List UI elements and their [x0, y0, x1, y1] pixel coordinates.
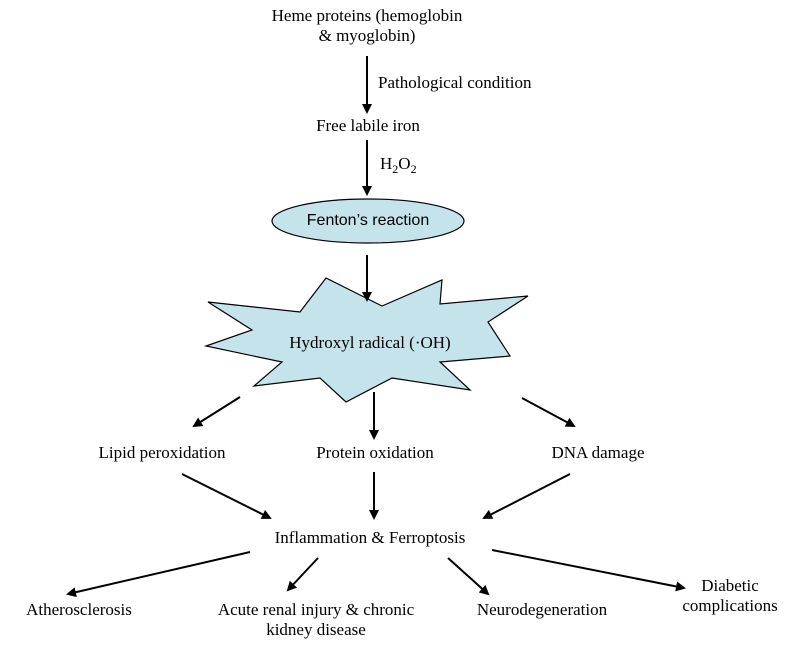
diabetic-complications-label: Diabetic complications [672, 576, 788, 616]
renal-line-2: kidney disease [266, 620, 366, 639]
renal-injury-label: Acute renal injury & chronic kidney dise… [196, 600, 436, 640]
fenton-ellipse [271, 198, 465, 244]
heme-line-1: Heme proteins (hemoglobin [271, 6, 463, 25]
arrow-inflammation-to-diabetic [491, 549, 686, 592]
protein-oxidation-label: Protein oxidation [316, 443, 434, 462]
heme-proteins-label: Heme proteins (hemoglobin & myoglobin) [232, 6, 502, 46]
h2o2-label: H2O2 [380, 154, 417, 176]
arrow-inflammation-to-athero [66, 551, 251, 598]
h2o2-o: O [398, 154, 411, 173]
heme-line-2: & myoglobin) [318, 26, 416, 45]
renal-line-1: Acute renal injury & chronic [217, 600, 415, 619]
h2o2-sub-2: 2 [410, 162, 417, 176]
diabetic-line-2: complications [682, 596, 778, 615]
free-labile-iron-label: Free labile iron [316, 116, 420, 135]
dna-damage-label: DNA damage [551, 443, 645, 462]
atherosclerosis-label: Atherosclerosis [26, 600, 132, 619]
inflammation-ferroptosis-label: Inflammation & Ferroptosis [274, 528, 466, 547]
arrow-hydroxyl-to-lipid [192, 396, 241, 428]
arrow-lipid-to-inflammation [181, 473, 272, 519]
arrow-dna-to-inflammation [482, 473, 571, 519]
h2o2-h: H [380, 154, 393, 173]
arrow-inflammation-to-renal [286, 557, 319, 592]
hydroxyl-starburst [203, 277, 529, 403]
hydroxyl-radical-label: Hydroxyl radical (·OH) [289, 333, 451, 352]
pathological-condition-label: Pathological condition [378, 73, 532, 92]
arrow-hydroxyl-to-dna [521, 397, 576, 427]
h2o2-sub-1: 2 [392, 162, 399, 176]
lipid-peroxidation-label: Lipid peroxidation [98, 443, 226, 462]
neurodegeneration-label: Neurodegeneration [476, 600, 608, 619]
arrow-inflammation-to-neuro [447, 557, 490, 596]
diabetic-line-1: Diabetic [701, 576, 759, 595]
fenton-reaction-label: Fenton’s reaction [306, 212, 430, 229]
